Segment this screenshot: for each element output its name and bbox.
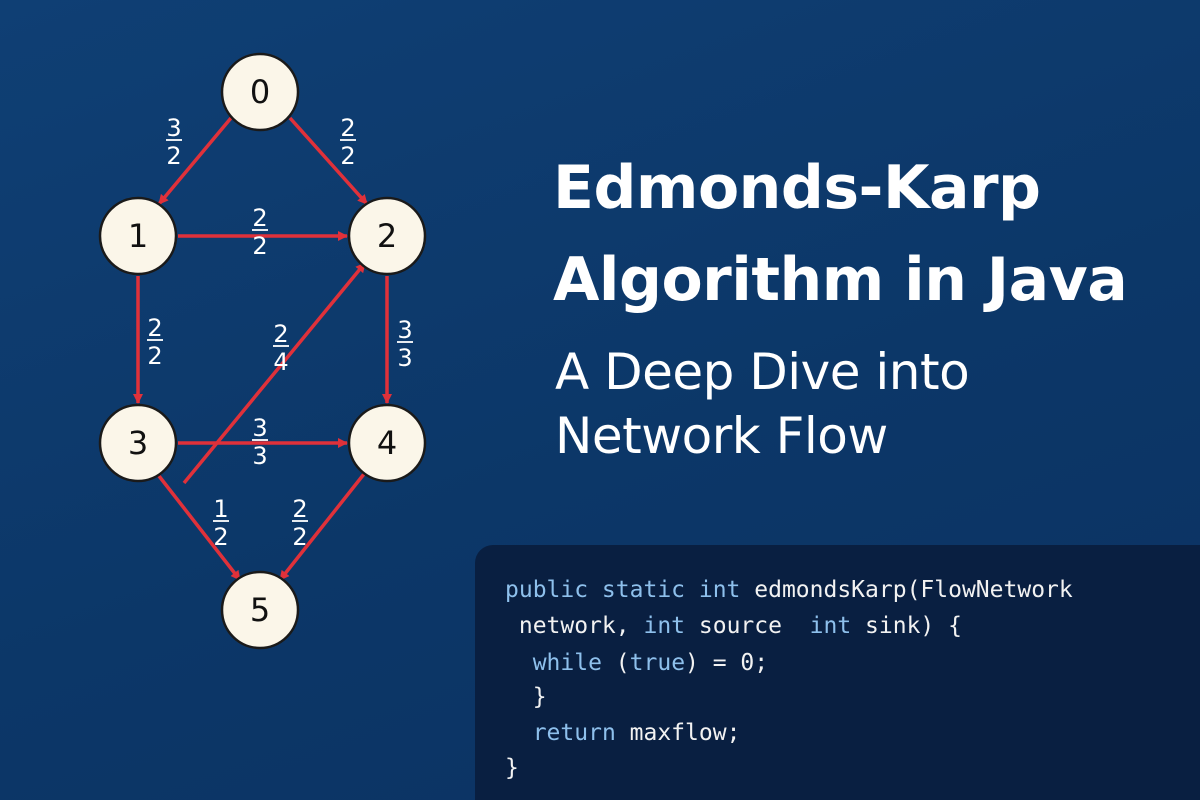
code-keyword: public static int — [505, 577, 755, 603]
code-token: ) = 0; — [685, 650, 769, 676]
node-circle — [220, 570, 300, 650]
node-1: 1 — [98, 196, 178, 276]
code-snippet-panel: public static int edmondsKarp(FlowNetwor… — [475, 545, 1200, 800]
node-circle — [347, 403, 427, 483]
node-circle — [347, 196, 427, 276]
edge-label-2-4: 33 — [397, 316, 413, 372]
node-circle — [98, 196, 178, 276]
code-keyword: while — [532, 650, 616, 676]
edge-label-3-5: 12 — [213, 495, 229, 551]
code-keyword: true — [629, 650, 686, 676]
page-title: Edmonds-Karp Algorithm in Java — [553, 142, 1128, 326]
code-token: maxflow; — [629, 720, 741, 746]
edge-label-1-3: 22 — [147, 314, 163, 370]
edge-capacity-4-5: 2 — [292, 523, 307, 551]
code-token: ( — [615, 650, 630, 676]
code-token: } — [505, 755, 519, 781]
edge-flow-3-5: 1 — [213, 495, 228, 523]
title-line-2: Algorithm in Java — [553, 245, 1128, 315]
code-line: network, int source int sink) { — [505, 611, 962, 641]
edge-0-1 — [157, 116, 233, 206]
edge-capacity-3-2: 4 — [273, 348, 288, 376]
code-token: edmondsKarp(FlowNetwork — [754, 577, 1073, 603]
subtitle-line-2: Network Flow — [555, 407, 888, 465]
edge-capacity-2-4: 3 — [397, 344, 412, 372]
edge-flow-0-2: 2 — [340, 114, 355, 142]
edge-flow-1-3: 2 — [147, 314, 162, 342]
node-circle — [98, 403, 178, 483]
node-2: 2 — [347, 196, 427, 276]
node-label: 4 — [377, 424, 397, 462]
node-circle — [220, 52, 300, 132]
edge-4-5 — [278, 472, 366, 582]
edge-capacity-3-5: 2 — [213, 523, 228, 551]
node-label: 1 — [128, 217, 148, 255]
code-keyword: return — [532, 720, 630, 746]
code-keyword: int — [809, 613, 866, 639]
code-line: } — [505, 753, 519, 783]
edge-flow-1-2: 2 — [252, 204, 267, 232]
subtitle-line-1: A Deep Dive into — [555, 343, 970, 401]
edge-capacity-1-2: 2 — [252, 232, 267, 260]
node-label: 0 — [250, 73, 270, 111]
node-label: 3 — [128, 424, 148, 462]
edge-label-0-1: 32 — [166, 114, 182, 170]
title-line-1: Edmonds-Karp — [553, 153, 1041, 223]
code-token: sink) { — [865, 613, 962, 639]
page-subtitle: A Deep Dive into Network Flow — [555, 340, 970, 468]
node-4: 4 — [347, 403, 427, 483]
edge-0-2 — [288, 116, 369, 206]
code-line: public static int edmondsKarp(FlowNetwor… — [505, 575, 1073, 605]
edge-flow-3-2: 2 — [273, 320, 288, 348]
edge-label-3-2: 24 — [273, 320, 289, 376]
node-5: 5 — [220, 570, 300, 650]
edge-3-5 — [157, 474, 242, 582]
node-label: 5 — [250, 591, 270, 629]
node-0: 0 — [220, 52, 300, 132]
edge-capacity-1-3: 2 — [147, 342, 162, 370]
code-token: } — [505, 684, 547, 710]
edge-capacity-3-4: 3 — [252, 442, 267, 470]
code-line: return maxflow; — [505, 718, 741, 748]
edge-label-1-2: 22 — [252, 204, 268, 260]
code-token: source — [698, 613, 810, 639]
code-line: while (true) = 0; — [505, 648, 768, 678]
edge-label-3-4: 33 — [252, 414, 268, 470]
code-token: network, — [505, 613, 644, 639]
edge-flow-0-1: 3 — [166, 114, 181, 142]
code-token — [505, 650, 533, 676]
edge-flow-2-4: 3 — [397, 316, 412, 344]
code-token — [505, 720, 533, 746]
edge-label-4-5: 22 — [292, 495, 308, 551]
edge-capacity-0-2: 2 — [340, 142, 355, 170]
edge-flow-4-5: 2 — [292, 495, 307, 523]
edge-capacity-0-1: 2 — [166, 142, 181, 170]
node-label: 2 — [377, 217, 397, 255]
node-3: 3 — [98, 403, 178, 483]
edge-label-0-2: 22 — [340, 114, 356, 170]
edge-3-2 — [182, 261, 367, 485]
code-line: } — [505, 682, 547, 712]
code-keyword: int — [643, 613, 699, 639]
edge-flow-3-4: 3 — [252, 414, 267, 442]
